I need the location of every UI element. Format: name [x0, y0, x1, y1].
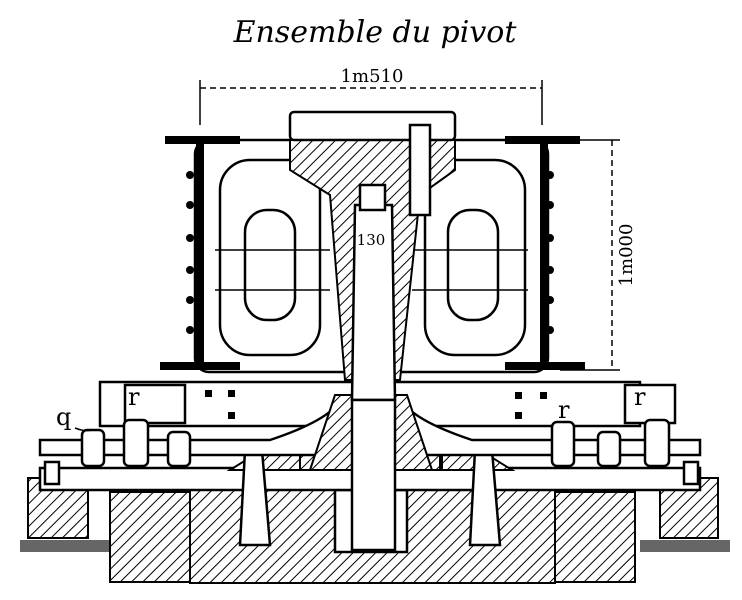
central-shaft: 130: [350, 183, 397, 552]
label-r-left: r: [128, 383, 140, 411]
drawing-title: Ensemble du pivot: [233, 15, 518, 50]
shaft-diameter-label: 130: [357, 231, 386, 249]
width-label: 1m510: [341, 66, 404, 87]
height-dimension: 1m000: [560, 139, 637, 371]
width-dimension: 1m510: [199, 66, 543, 125]
height-label: 1m000: [616, 224, 637, 287]
part-labels: q r r r: [56, 383, 646, 432]
rollers: [43, 418, 700, 486]
label-r-mid: r: [558, 396, 570, 424]
label-r-right: r: [634, 383, 646, 411]
pivot-body: [160, 110, 585, 381]
label-q: q: [56, 403, 71, 431]
